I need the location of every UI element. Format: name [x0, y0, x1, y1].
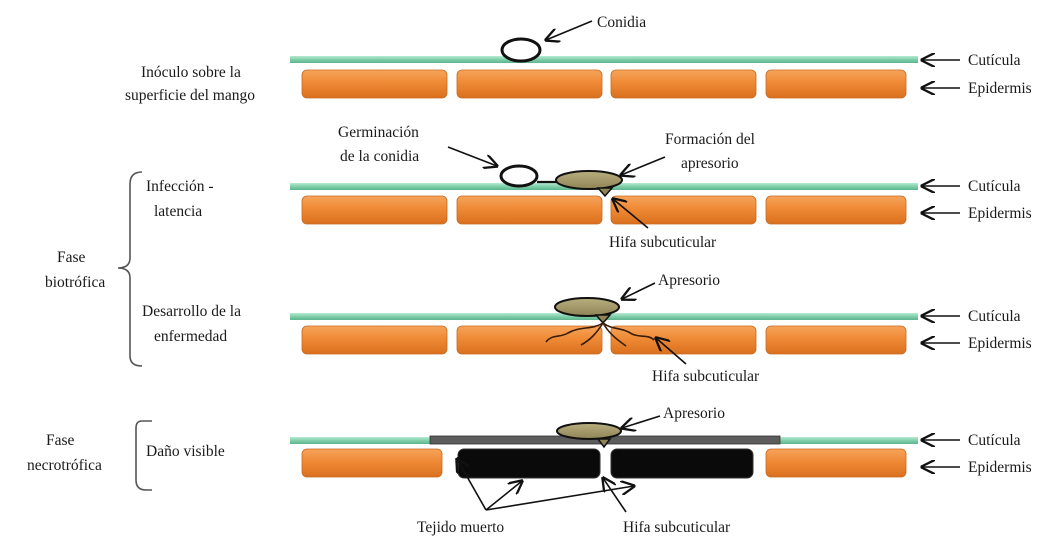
apresorio-arrow: [622, 415, 661, 428]
epidermis-cell: [301, 325, 448, 355]
conidia-spore: [500, 37, 542, 63]
dead-tissue-cell: [457, 448, 601, 479]
fase-biotrofica-line2: biotrófica: [45, 274, 105, 291]
row-inoculo: Conidia Inóculo sobre la superficie del …: [125, 14, 1032, 104]
apresorio-label: Apresorio: [658, 272, 720, 289]
cuticula-label: Cutícula: [968, 52, 1021, 69]
cuticula-label: Cutícula: [968, 178, 1021, 195]
epidermis-label: Epidermis: [968, 80, 1032, 97]
epidermis-cell: [765, 448, 907, 478]
infeccion-label-line2: latencia: [154, 203, 202, 220]
row-infeccion: Germinación de la conidia Formación del …: [146, 124, 1032, 251]
dano-visible-label: Daño visible: [146, 443, 225, 460]
cuticula-label: Cutícula: [968, 432, 1021, 449]
penetration-peg: [596, 187, 614, 198]
row-desarrollo: Apresorio Hifa subcuticular Desarrollo d…: [142, 272, 1032, 385]
inoculo-label-line1: Inóculo sobre la: [141, 64, 241, 81]
desarrollo-label-line2: enfermedad: [154, 328, 227, 345]
hifa-label: Hifa subcuticular: [609, 234, 717, 251]
epidermis-cell: [456, 69, 603, 99]
fase-biotrofica-line1: Fase: [57, 249, 86, 266]
hifa-arrow: [603, 478, 627, 513]
germinacion-arrow: [447, 146, 497, 166]
formacion-label-line2: apresorio: [681, 155, 739, 172]
germinating-conidia: [499, 164, 539, 188]
appressorium: [556, 422, 622, 440]
cuticula-label: Cutícula: [968, 308, 1021, 325]
penetration-peg: [596, 438, 612, 449]
epidermis-label: Epidermis: [968, 335, 1032, 352]
apresorio-arrow: [622, 282, 656, 299]
fase-necrotrofica-line1: Fase: [46, 432, 75, 449]
hifa-arrow: [613, 199, 649, 229]
epidermis-cell: [301, 448, 443, 478]
cuticle-layer: [290, 56, 918, 63]
germinacion-label-line1: Germinación: [338, 124, 419, 141]
tejido-arrow-1: [457, 459, 487, 511]
epidermis-cell: [610, 325, 757, 355]
epidermis-cell: [456, 325, 603, 355]
row-dano: Apresorio Tejido muerto Hifa subcuticula…: [146, 405, 1032, 536]
conidia-arrow: [546, 20, 593, 40]
inoculo-label-line2: superficie del mango: [125, 87, 255, 104]
epidermis-cell: [765, 69, 907, 99]
germinacion-label-line2: de la conidia: [340, 148, 419, 165]
fase-necrotrofica-line2: necrotrófica: [27, 457, 102, 474]
epidermis-cell: [610, 69, 757, 99]
subcuticular-hyphae: [545, 322, 655, 347]
epidermis-cell: [765, 195, 907, 225]
epidermis-cell: [301, 195, 448, 225]
necrotrofica-brace: [135, 420, 152, 491]
tejido-arrow-2: [485, 481, 522, 511]
appressorium: [555, 170, 623, 190]
penetration-peg: [594, 314, 612, 325]
fase-necrotrofica-group: Fase necrotrófica: [27, 420, 152, 491]
hifa-label: Hifa subcuticular: [652, 368, 760, 385]
dead-tissue-cell: [610, 448, 754, 479]
hifa-arrow: [656, 338, 687, 365]
hifa-label: Hifa subcuticular: [623, 519, 731, 536]
desarrollo-label-line1: Desarrollo de la: [142, 303, 241, 320]
fase-biotrofica-group: Fase biotrófica: [45, 171, 143, 367]
appressorium: [554, 297, 620, 317]
epidermis-cell: [301, 69, 448, 99]
epidermis-label: Epidermis: [968, 205, 1032, 222]
epidermis-cell: [456, 195, 603, 225]
tejido-muerto-label: Tejido muerto: [417, 519, 504, 536]
apresorio-label: Apresorio: [663, 405, 725, 422]
epidermis-cell: [765, 325, 907, 355]
infeccion-label-line1: Infección -: [146, 178, 214, 195]
formacion-arrow: [621, 156, 666, 175]
epidermis-label: Epidermis: [968, 459, 1032, 476]
epidermis-cell: [610, 195, 757, 225]
conidia-label: Conidia: [597, 14, 646, 31]
biotrofica-brace: [117, 171, 143, 367]
formacion-label-line1: Formación del: [665, 131, 755, 148]
